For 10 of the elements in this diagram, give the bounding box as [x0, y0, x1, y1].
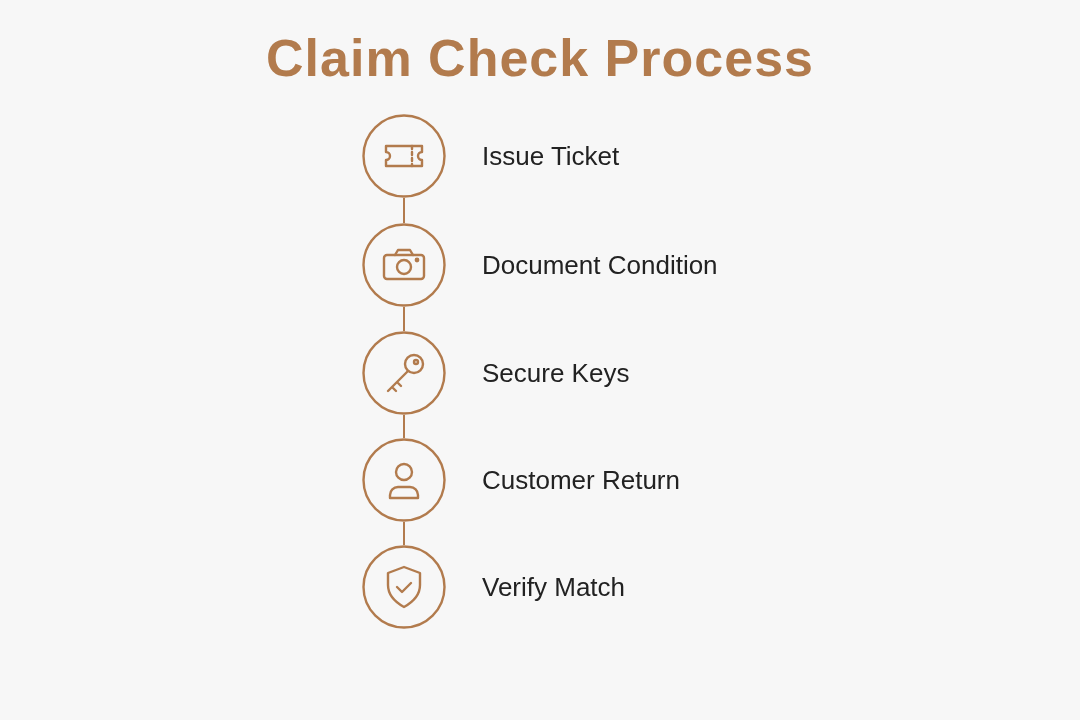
step-label: Issue Ticket: [482, 140, 620, 172]
connector-line: [403, 197, 405, 224]
connector-line: [403, 521, 405, 546]
connector-line: [403, 306, 405, 332]
step-label: Customer Return: [482, 464, 680, 496]
step-label: Document Condition: [482, 249, 718, 281]
diagram-title: Claim Check Process: [265, 28, 815, 88]
connector-line: [403, 414, 405, 439]
step-label: Secure Keys: [482, 357, 630, 389]
step-label: Verify Match: [482, 571, 626, 603]
